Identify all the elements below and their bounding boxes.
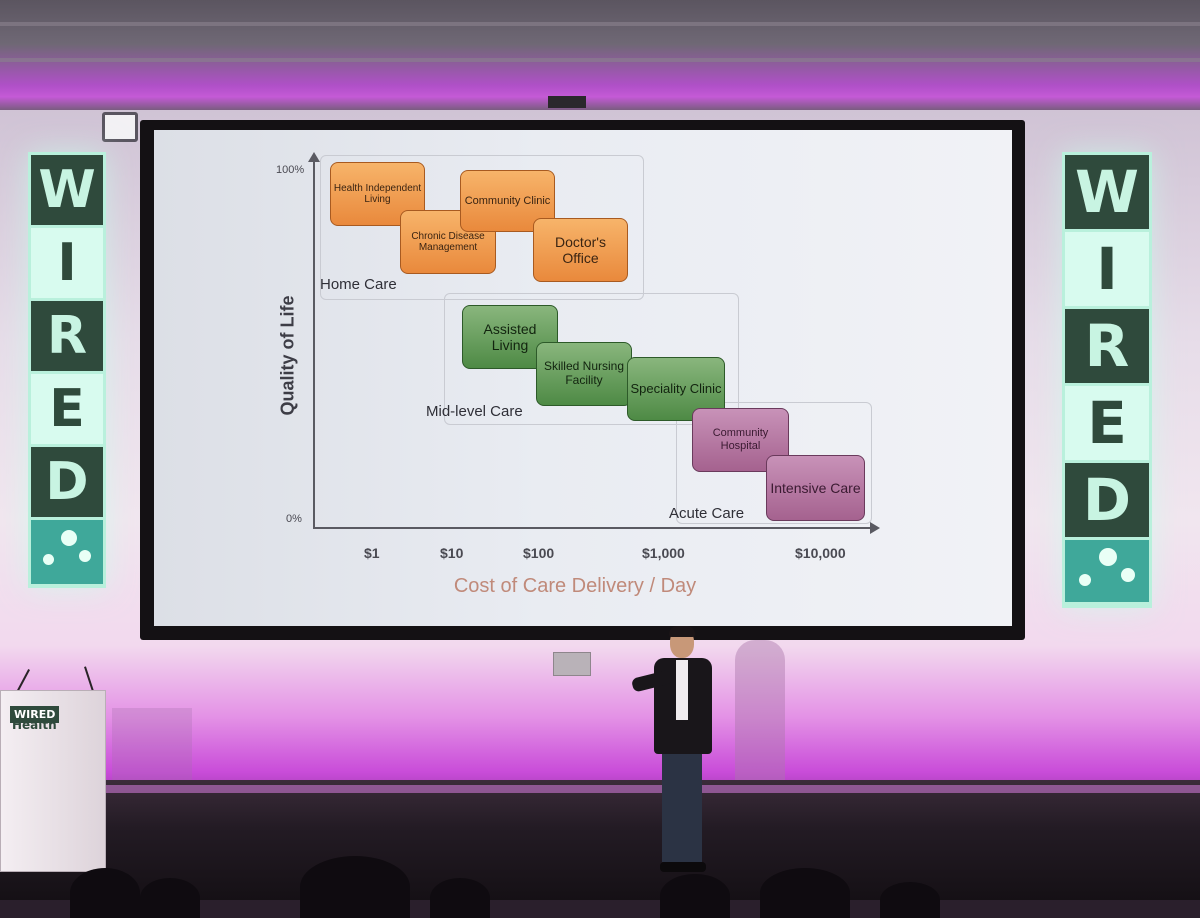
x-tick-label: $10,000 xyxy=(795,545,846,561)
home-care-region xyxy=(320,155,644,300)
ceiling-beam xyxy=(0,58,1200,62)
banner-letter: D xyxy=(1065,463,1149,537)
skilled-nursing-facility-box: Skilled Nursing Facility xyxy=(536,342,632,406)
doctors-office-box: Doctor's Office xyxy=(533,218,628,282)
banner-dots-logo xyxy=(31,520,103,584)
home-care-label: Home Care xyxy=(320,276,397,293)
x-tick-label: $1,000 xyxy=(642,545,685,561)
speaker xyxy=(630,626,728,880)
banner-letter: E xyxy=(31,374,103,444)
wall-outlet xyxy=(553,652,591,676)
x-axis-label: Cost of Care Delivery / Day xyxy=(453,575,697,597)
banner-letter: W xyxy=(1065,155,1149,229)
ceiling-light xyxy=(102,112,138,142)
banner-dots-logo xyxy=(1065,540,1149,602)
audience-head xyxy=(880,882,940,918)
audience-head xyxy=(760,868,850,918)
acute-care-label: Acute Care xyxy=(669,505,745,522)
audience-head xyxy=(430,878,490,918)
x-tick-label: $100 xyxy=(523,545,555,561)
audience-head xyxy=(70,868,140,918)
banner-letter: I xyxy=(31,228,103,298)
acute-care-region xyxy=(676,402,872,524)
wired-banner-left: W I R E D xyxy=(28,152,106,588)
x-axis xyxy=(313,527,873,529)
banner-letter: R xyxy=(31,301,103,371)
podium-logo: WIRED xyxy=(10,706,60,723)
x-tick-label: $1 xyxy=(364,545,380,561)
banner-letter: R xyxy=(1065,309,1149,383)
ceiling xyxy=(0,0,1200,110)
y-tick-label: 0% xyxy=(286,513,302,525)
x-axis-arrow xyxy=(870,522,880,534)
audience-head xyxy=(140,878,200,918)
mid-level-care-region xyxy=(444,293,739,425)
stage-front xyxy=(0,780,1200,900)
community-clinic-box: Community Clinic xyxy=(460,170,555,232)
ceiling-beam xyxy=(0,22,1200,26)
banner-letter: I xyxy=(1065,232,1149,306)
podium-logo-subtitle: Health xyxy=(12,718,57,732)
mid-level-care-label: Mid-level Care xyxy=(426,403,523,420)
y-tick-label: 100% xyxy=(276,164,305,176)
banner-letter: D xyxy=(31,447,103,517)
banner-letter: E xyxy=(1065,386,1149,460)
wired-banner-right: W I R E D xyxy=(1062,152,1152,608)
projector xyxy=(548,96,586,108)
y-axis xyxy=(313,160,315,528)
x-tick-label: $10 xyxy=(440,545,464,561)
y-axis-label: Quality of Life xyxy=(277,295,298,416)
audience-head xyxy=(300,856,410,918)
audience-head xyxy=(660,874,730,918)
speaker-shadow xyxy=(735,640,785,800)
banner-letter: W xyxy=(31,155,103,225)
intensive-care-box: Intensive Care xyxy=(766,455,865,521)
y-axis-arrow xyxy=(308,152,320,162)
assisted-living-box: Assisted Living xyxy=(462,305,558,369)
stage-edge-light xyxy=(0,785,1200,793)
podium-shadow xyxy=(112,708,192,780)
